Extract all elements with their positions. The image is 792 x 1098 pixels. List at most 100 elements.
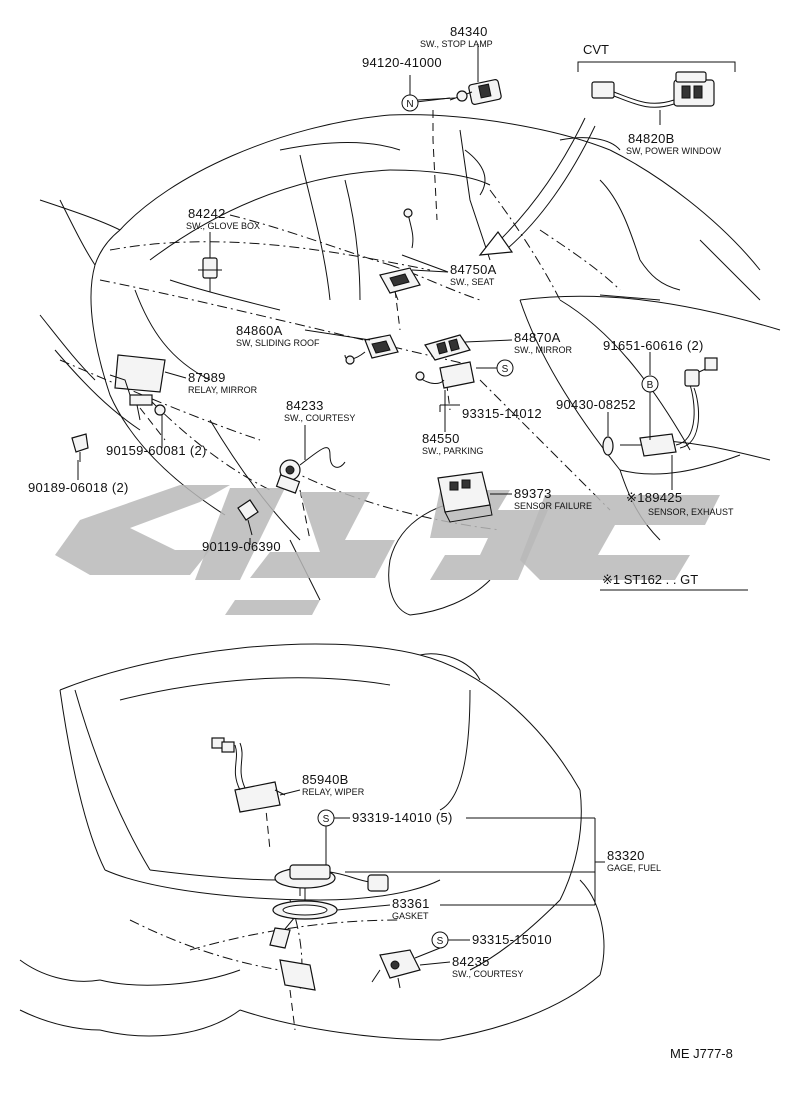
cvt-bracket: [577, 61, 736, 72]
part-name: SW., COURTESY: [452, 969, 523, 979]
part-name: GAGE, FUEL: [607, 863, 661, 873]
part-name: SW, POWER WINDOW: [626, 146, 721, 156]
part-number: 90159-60081 (2): [106, 443, 207, 458]
symbol-S-text: S: [323, 814, 330, 825]
callout-93315-14012: 93315-14012: [462, 406, 542, 421]
rear-construction-lines: [129, 799, 401, 1031]
part-number: 84860A: [236, 323, 283, 338]
leader-lines: [77, 44, 673, 966]
part-number: 84340: [450, 24, 488, 39]
part-name: SW., SEAT: [450, 277, 495, 287]
callout-93315-15010: 93315-15010: [472, 932, 552, 947]
part-name: SW., STOP LAMP: [420, 39, 493, 49]
part-number: 90189-06018 (2): [28, 480, 129, 495]
callout-90189: 90189-06018 (2): [28, 480, 129, 495]
callout-84860a: 84860A SW, SLIDING ROOF: [236, 323, 320, 348]
stop-lamp-switch-illustration: [417, 79, 502, 105]
callout-90430: 90430-08252: [556, 397, 636, 412]
part-number: 84235: [452, 954, 490, 969]
callout-84750a: 84750A SW., SEAT: [450, 262, 497, 287]
part-number: 84870A: [514, 330, 561, 345]
part-number: 93319-14010 (5): [352, 810, 453, 825]
symbol-B-circle: B: [641, 375, 659, 393]
part-name: RELAY, WIPER: [302, 787, 365, 797]
callout-91651: 91651-60616 (2): [603, 338, 704, 353]
courtesy-switch-rear-illustration: [371, 949, 421, 989]
symbol-S-circle-1: S: [496, 359, 514, 377]
part-name: GASKET: [392, 911, 429, 921]
part-number: 84820B: [628, 131, 675, 146]
symbol-N-text: N: [406, 99, 413, 110]
part-name: SENSOR FAILURE: [514, 501, 592, 511]
cvt-pointer-arrow: [478, 117, 596, 256]
callout-83320: 83320 GAGE, FUEL: [607, 848, 661, 873]
callout-84340: 84340 SW., STOP LAMP: [420, 24, 493, 49]
power-window-switch-illustration: [591, 71, 715, 108]
callout-83361: 83361 GASKET: [392, 896, 430, 921]
symbol-S-text: S: [437, 936, 444, 947]
drawing-code: ME J777-8: [670, 1046, 733, 1061]
part-number: 84750A: [450, 262, 497, 277]
symbol-B-text: B: [647, 380, 654, 391]
gasket-illustration: [272, 900, 338, 920]
courtesy-switch-front-illustration: [275, 425, 346, 494]
symbol-S-text: S: [502, 364, 509, 375]
cvt-label: CVT: [583, 42, 609, 57]
part-name: SW., MIRROR: [514, 345, 572, 355]
sensor-failure-illustration: [437, 471, 493, 523]
part-number: 89373: [514, 486, 552, 501]
footnote-text: ※1 ST162 . . GT: [602, 572, 698, 587]
callout-84870a: 84870A SW., MIRROR: [514, 330, 572, 355]
fuel-pump-bracket-illustration: [279, 959, 316, 991]
part-number: 93315-14012: [462, 406, 542, 421]
part-name: SENSOR, EXHAUST: [648, 507, 734, 517]
part-name: SW., COURTESY: [284, 413, 355, 423]
part-number: ※189425: [626, 490, 682, 505]
fuel-gage-illustration: [269, 864, 389, 949]
callout-90119: 90119-06390: [202, 539, 281, 554]
part-number: 90119-06390: [202, 539, 281, 554]
wiper-relay-illustration: [211, 737, 286, 813]
part-name: SW., GLOVE BOX: [186, 221, 260, 231]
glove-box-switch-illustration: [198, 240, 222, 292]
screw-90119-illustration: [237, 499, 259, 536]
callout-90159: 90159-60081 (2): [106, 443, 207, 458]
mirror-switch-illustration: [415, 334, 475, 389]
callout-84235: 84235 SW., COURTESY: [452, 954, 523, 979]
part-number: 83320: [607, 848, 645, 863]
sliding-roof-switch-illustration: [344, 334, 399, 365]
part-number: 84233: [286, 398, 324, 413]
symbol-S-circle-2: S: [317, 809, 335, 827]
part-number: 94120-41000: [362, 55, 442, 70]
part-number: 85940B: [302, 772, 349, 787]
seat-switch-illustration: [379, 208, 421, 301]
callout-84233: 84233 SW., COURTESY: [284, 398, 355, 423]
part-number: 91651-60616 (2): [603, 338, 704, 353]
callout-84820b: 84820B SW, POWER WINDOW: [626, 131, 721, 156]
exhaust-sensor-illustration: [602, 357, 718, 457]
part-number: 84242: [188, 206, 226, 221]
footnote: ※1 ST162 . . GT: [600, 572, 748, 591]
callout-85940b: 85940B RELAY, WIPER: [302, 772, 365, 797]
mirror-relay-illustration: [109, 354, 166, 421]
callout-89425: ※189425 SENSOR, EXHAUST: [626, 490, 734, 517]
callout-93319: 93319-14010 (5): [352, 810, 453, 825]
part-number: 87989: [188, 370, 226, 385]
symbol-S-circle-3: S: [431, 931, 449, 949]
callout-84242: 84242 SW., GLOVE BOX: [186, 206, 260, 231]
callout-87989: 87989 RELAY, MIRROR: [188, 370, 258, 395]
part-number: 83361: [392, 896, 430, 911]
callout-89373: 89373 SENSOR FAILURE: [514, 486, 592, 511]
part-name: SW, SLIDING ROOF: [236, 338, 320, 348]
callout-84550: 84550 SW., PARKING: [422, 431, 483, 456]
rear-body-outline: [19, 643, 605, 1041]
front-construction-lines: [59, 110, 621, 541]
part-number: 84550: [422, 431, 460, 446]
part-name: SW., PARKING: [422, 446, 483, 456]
symbol-N-circle: N: [401, 94, 419, 112]
callout-94120: 94120-41000: [362, 55, 442, 70]
part-number: 90430-08252: [556, 397, 636, 412]
watermark-logo: [55, 485, 720, 615]
